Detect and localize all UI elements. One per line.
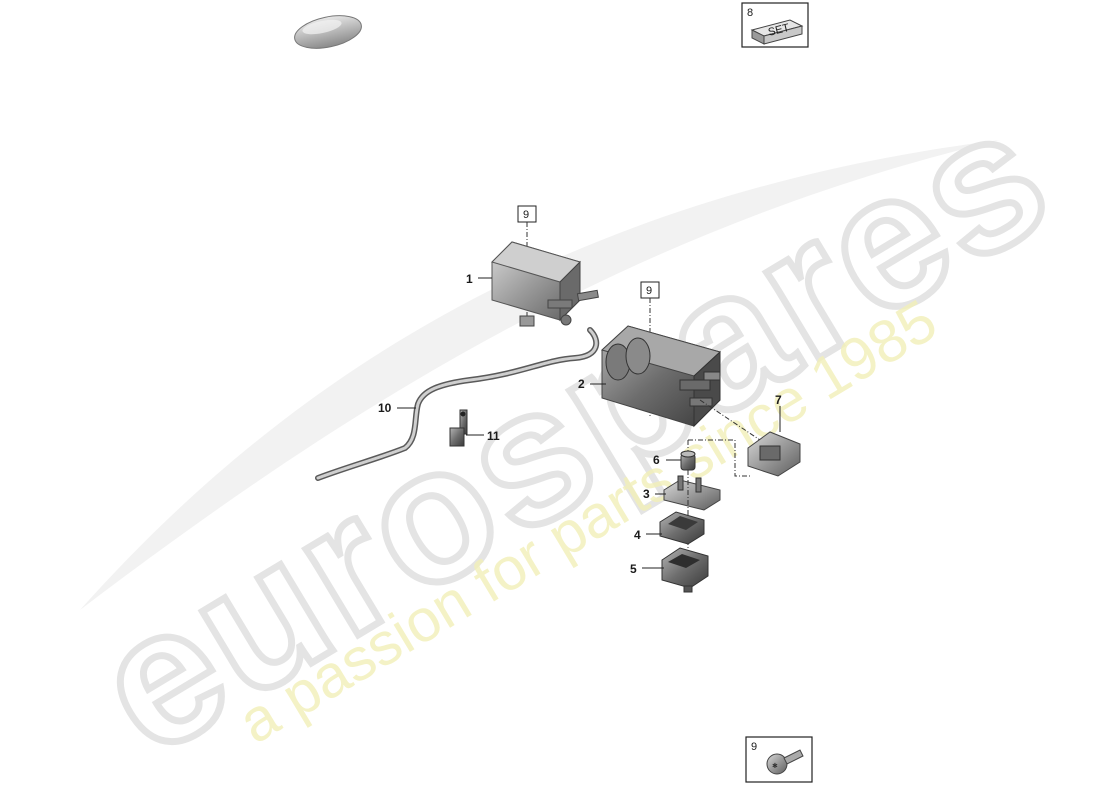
callout-4: 4	[634, 528, 641, 542]
carbon-canister-small	[491, 241, 599, 327]
cap-part	[294, 15, 362, 49]
carbon-canister-large	[601, 325, 721, 428]
callout-2: 2	[578, 377, 585, 391]
callout-3: 3	[643, 487, 650, 501]
screw-box-number: 9	[751, 741, 757, 753]
screw-ref-middle-label: 9	[646, 285, 652, 297]
bracket	[663, 475, 721, 511]
watermark-brand: eurospares	[62, 65, 1084, 795]
watermark: eurospares a passion for parts since 198…	[58, 62, 1087, 799]
clip	[449, 409, 468, 447]
callout-10: 10	[378, 401, 392, 415]
callout-11: 11	[487, 429, 500, 443]
callout-1: 1	[466, 272, 473, 286]
screw-ref-top-label: 9	[523, 209, 529, 221]
callout-7: 7	[775, 393, 782, 407]
electrical-connector	[747, 431, 801, 477]
grommet	[680, 450, 696, 471]
svg-text:✱: ✱	[772, 762, 778, 770]
holder	[661, 547, 709, 593]
vent-line	[315, 327, 600, 481]
rubber-mount	[659, 511, 705, 545]
screw-legend-box: 9 ✱	[745, 736, 813, 783]
callout-5: 5	[630, 562, 637, 576]
set-box-number: 8	[747, 7, 753, 19]
callout-6: 6	[653, 453, 660, 467]
set-legend-box: 8 SET	[741, 2, 809, 48]
set-box-text: SET	[767, 22, 791, 39]
